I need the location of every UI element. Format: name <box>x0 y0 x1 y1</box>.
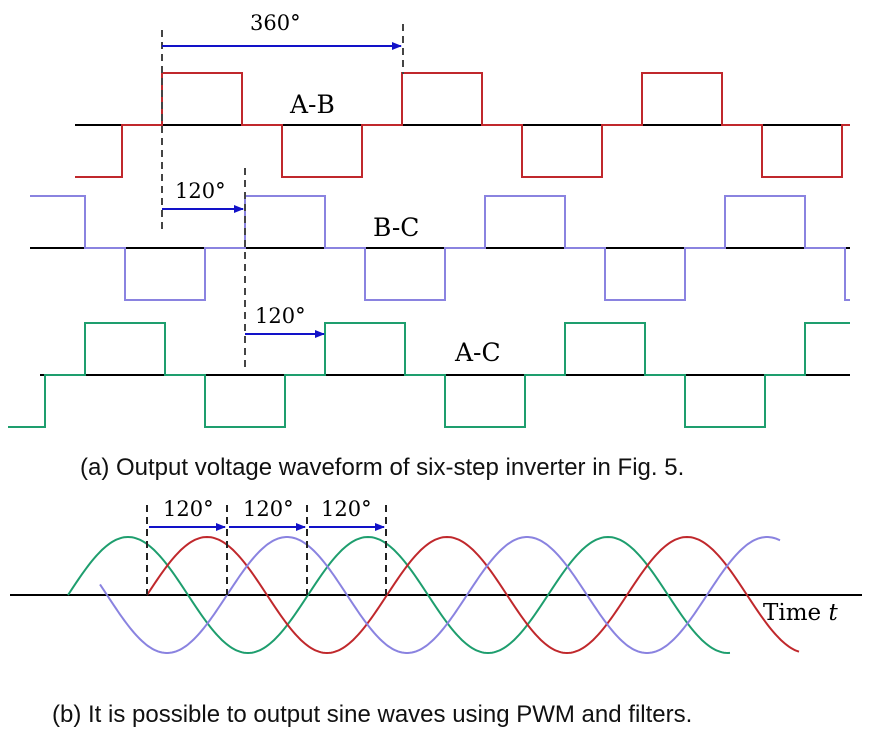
ab-label: A-B <box>289 90 335 119</box>
ab-step-waveform <box>75 72 850 178</box>
bc-label: B-C <box>373 213 419 242</box>
sine-wave-blue <box>99 536 781 654</box>
ac-step-waveform <box>8 322 850 428</box>
caption-a: (a) Output voltage waveform of six-step … <box>80 454 684 481</box>
caption-b: (b) It is possible to output sine waves … <box>52 701 692 728</box>
sine-shift-label-3: 120° <box>321 497 372 521</box>
bc-step-waveform <box>30 195 850 301</box>
ac-label: A-C <box>454 338 501 367</box>
time-word: Time <box>763 600 821 626</box>
time-symbol: t <box>828 600 838 626</box>
sine-shift-label-2: 120° <box>243 497 294 521</box>
panel-a: A-B B-C A-C 360° 120° 120° (a) Output vo… <box>8 11 850 481</box>
sine-shift-label-1: 120° <box>163 497 214 521</box>
panel-b: 120° 120° 120° Time t (b) It is possible… <box>10 497 862 728</box>
period-label: 360° <box>250 11 301 35</box>
shift-label-2: 120° <box>255 304 306 328</box>
sine-wave-red <box>146 535 800 655</box>
shift-label-1: 120° <box>175 179 226 203</box>
sine-wave-green <box>67 535 731 655</box>
time-axis-label: Time t <box>763 600 838 626</box>
